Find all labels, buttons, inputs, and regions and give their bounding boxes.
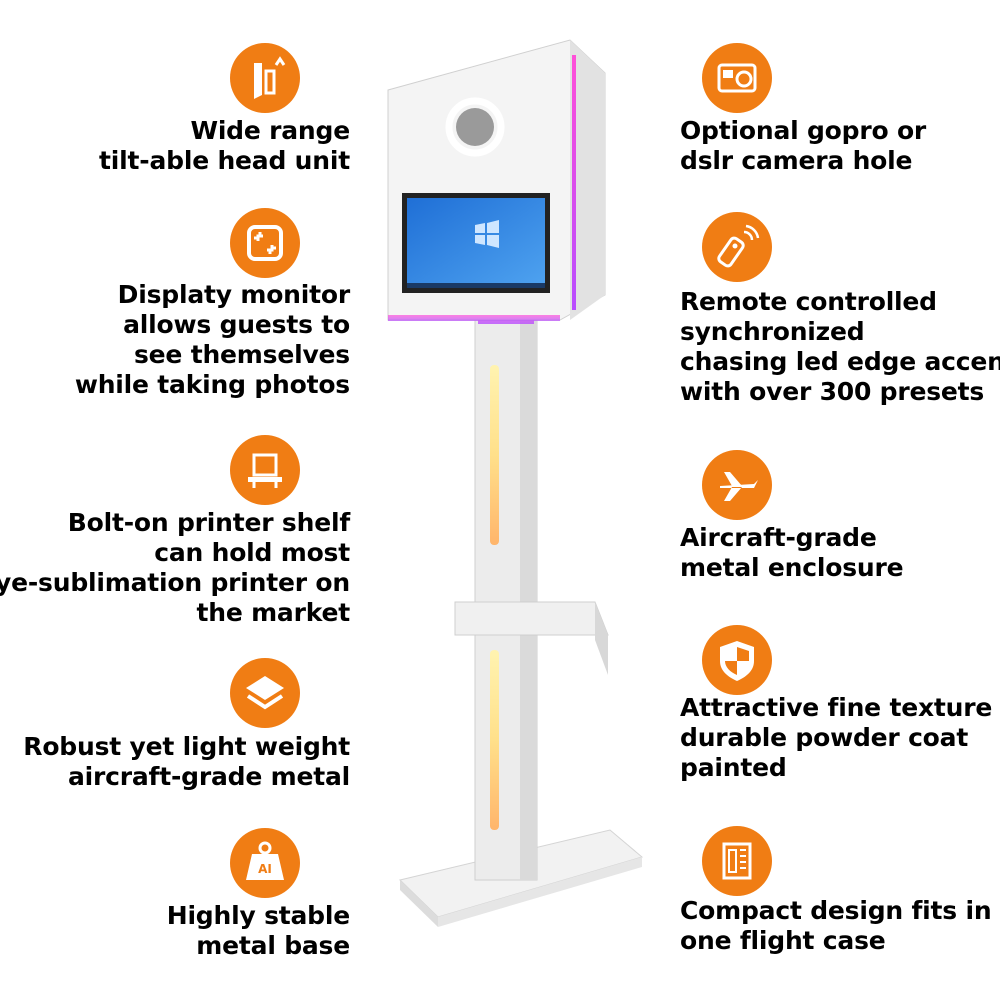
tilt-head-icon (230, 43, 300, 113)
feature-remote-led: Remote controlled synchronized chasing l… (680, 212, 1000, 412)
feature-display-monitor: Displaty monitor allows guests to see th… (0, 208, 350, 408)
feature-aircraft-enclosure: Aircraft-grade metal enclosure (680, 450, 1000, 590)
feature-light-metal: Robust yet light weight aircraft-grade m… (0, 658, 350, 798)
shield-icon (702, 625, 772, 695)
feature-printer-shelf: Bolt-on printer shelf can hold most dye-… (0, 435, 350, 635)
remote-control-icon (702, 212, 772, 282)
printer-shelf-icon (230, 435, 300, 505)
feature-stable-base: AI Highly stable metal base (0, 828, 350, 968)
layers-icon (230, 658, 300, 728)
feature-label: Robust yet light weight aircraft-grade m… (23, 732, 350, 791)
feature-powder-coat: Attractive fine texture durable powder c… (680, 625, 1000, 795)
feature-label: Remote controlled synchronized chasing l… (680, 287, 1000, 406)
feature-compact-design: Compact design fits in one flight case (680, 826, 1000, 966)
ai-weight-icon: AI (230, 828, 300, 898)
feature-label: Displaty monitor allows guests to see th… (74, 280, 350, 399)
document-icon (702, 826, 772, 896)
monitor-frame-icon (230, 208, 300, 278)
feature-label: Bolt-on printer shelf can hold most dye-… (0, 508, 350, 627)
ai-label: AI (258, 862, 272, 876)
feature-label: Attractive fine texture durable powder c… (680, 693, 993, 782)
feature-label: Aircraft-grade metal enclosure (680, 523, 904, 582)
photo-booth-image (387, 39, 644, 927)
camera-icon (702, 43, 772, 113)
airplane-icon (702, 450, 772, 520)
feature-label: Highly stable metal base (166, 901, 350, 960)
feature-label: Wide range tilt-able head unit (99, 116, 350, 175)
feature-tilt-head: Wide range tilt-able head unit (0, 40, 350, 180)
feature-label: Optional gopro or dslr camera hole (680, 116, 927, 175)
feature-label: Compact design fits in one flight case (680, 896, 992, 955)
feature-camera-hole: Optional gopro or dslr camera hole (680, 40, 1000, 180)
